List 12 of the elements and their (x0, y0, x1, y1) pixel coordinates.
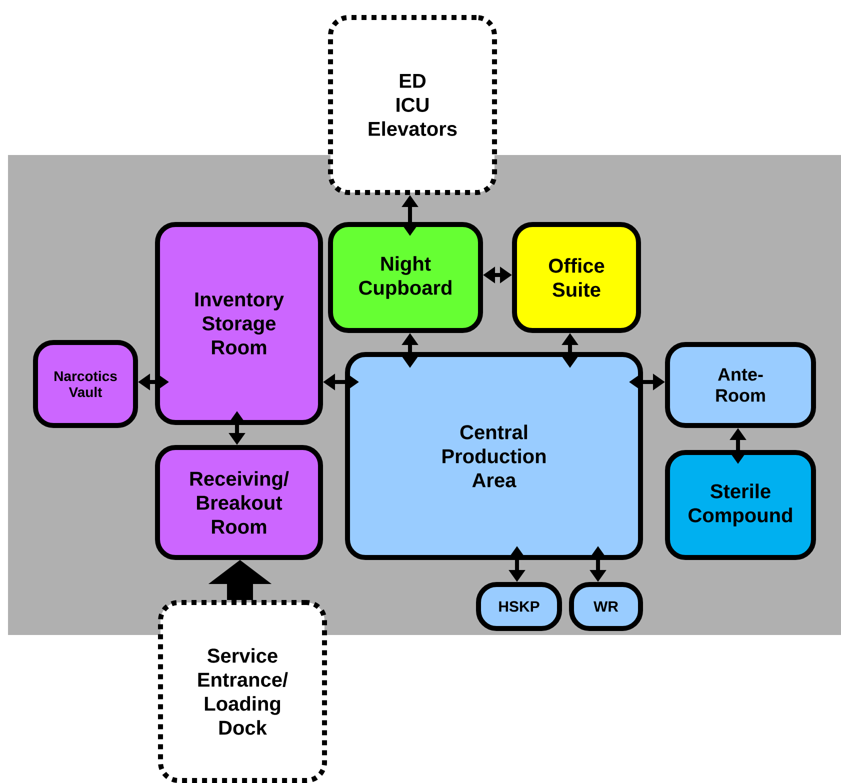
room-box: Central Production Area (345, 352, 643, 560)
room-box: Night Cupboard (328, 222, 483, 333)
dashed-box: Service Entrance/ Loading Dock (158, 600, 327, 783)
room-box: Narcotics Vault (33, 340, 138, 428)
room-box: WR (569, 582, 643, 631)
room-box: HSKP (476, 582, 562, 631)
dashed-box: ED ICU Elevators (328, 15, 497, 195)
room-box: Ante-Room (665, 342, 816, 428)
room-box: Receiving/ Breakout Room (155, 445, 323, 560)
room-box: Office Suite (512, 222, 641, 333)
room-box: Sterile Compound (665, 450, 816, 560)
room-box: Inventory Storage Room (155, 222, 323, 425)
